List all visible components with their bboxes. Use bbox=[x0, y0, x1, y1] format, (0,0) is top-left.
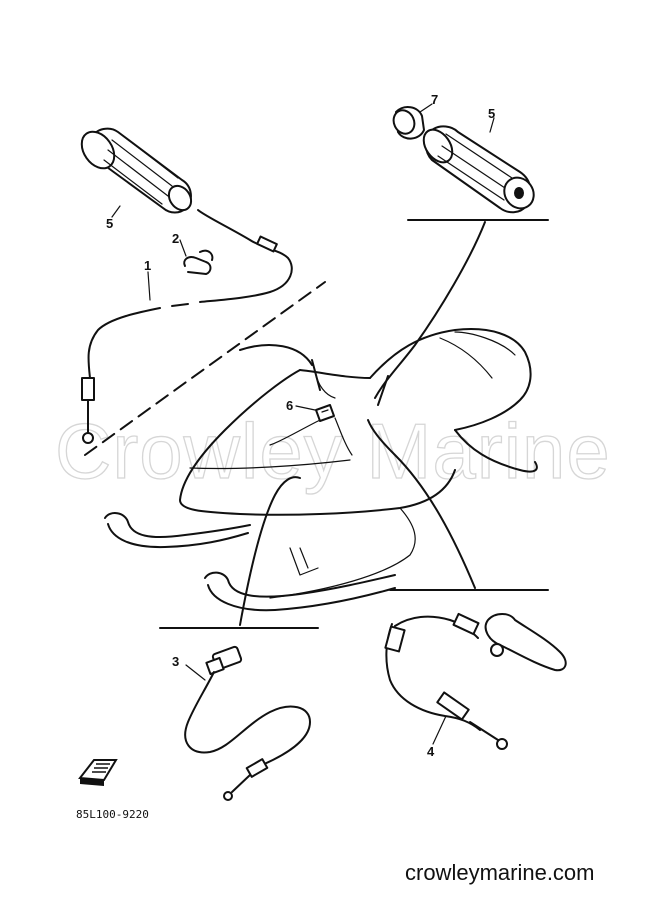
left-handle-grip bbox=[80, 127, 193, 214]
brake-cable bbox=[384, 612, 508, 750]
cable-clamp bbox=[315, 404, 335, 422]
choke-cable bbox=[184, 645, 311, 801]
callout-6: 6 bbox=[286, 398, 293, 413]
callout-4: 4 bbox=[427, 744, 435, 759]
orientation-icon bbox=[78, 759, 118, 786]
right-handle-grip bbox=[422, 125, 535, 214]
site-url: crowleymarine.com bbox=[405, 860, 595, 885]
throttle-cable bbox=[81, 209, 293, 444]
grip-collar bbox=[392, 106, 425, 140]
leader-lines bbox=[84, 103, 549, 745]
callout-2: 2 bbox=[172, 231, 179, 246]
watermark-text: Crowley Marine bbox=[55, 407, 611, 495]
callout-3: 3 bbox=[172, 654, 179, 669]
callout-7: 7 bbox=[431, 92, 438, 107]
callout-5-right: 5 bbox=[488, 106, 495, 121]
diagram-code: 85L100-9220 bbox=[76, 808, 149, 821]
callout-5-left: 5 bbox=[106, 216, 113, 231]
cable-clip bbox=[183, 249, 214, 275]
callout-1: 1 bbox=[144, 258, 151, 273]
brake-lever bbox=[484, 613, 567, 672]
